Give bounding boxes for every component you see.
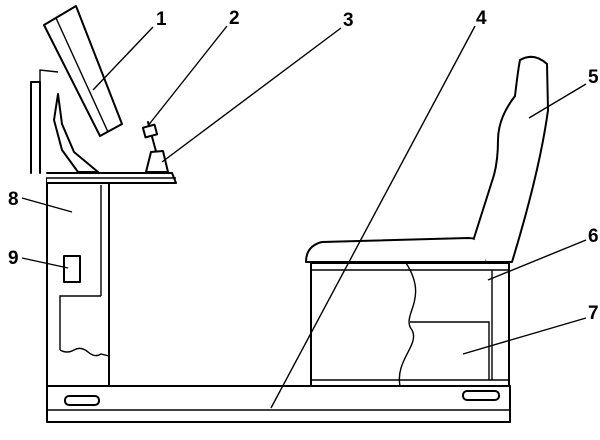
leader-3 xyxy=(161,27,342,163)
base-platform xyxy=(46,385,511,423)
leader-5 xyxy=(528,83,587,119)
label-7: 7 xyxy=(588,303,599,324)
label-4: 4 xyxy=(476,8,487,29)
rear-post xyxy=(30,81,41,174)
label-2: 2 xyxy=(229,8,240,29)
cabinet-cutaway-edge xyxy=(59,347,110,357)
label-9: 9 xyxy=(8,248,19,269)
monitor-screen-edge xyxy=(55,17,109,133)
part-labels: 1 2 3 4 5 6 7 8 9 xyxy=(8,8,599,324)
joystick-grip xyxy=(141,123,159,139)
joystick-base xyxy=(145,150,169,173)
seat-cushion xyxy=(305,237,488,263)
seat-cabinet xyxy=(310,262,510,387)
monitor-bracket xyxy=(53,93,99,173)
seat xyxy=(305,55,549,263)
label-6: 6 xyxy=(588,226,599,247)
label-3: 3 xyxy=(343,10,354,31)
base-slot-right xyxy=(462,390,500,401)
leader-6 xyxy=(487,239,587,281)
label-5: 5 xyxy=(588,67,599,88)
joystick xyxy=(141,121,169,173)
leader-1 xyxy=(92,26,154,91)
leader-8 xyxy=(21,197,73,213)
label-8: 8 xyxy=(8,189,19,210)
monitor-stand xyxy=(30,69,99,174)
leader-7 xyxy=(462,317,587,355)
cabinet-inner-panel xyxy=(59,295,101,350)
seat-backrest xyxy=(473,55,549,263)
label-1: 1 xyxy=(156,9,167,30)
inner-box xyxy=(410,321,490,380)
leader-4 xyxy=(270,25,476,409)
cabinet-switch-box xyxy=(63,255,81,283)
left-cabinet xyxy=(46,177,110,387)
seat-cutaway-edge xyxy=(398,262,417,387)
monitor-screen xyxy=(43,5,123,137)
leader-lines xyxy=(21,25,587,409)
desk-shelf xyxy=(46,172,177,184)
base-slot-left xyxy=(64,395,100,406)
base-plate xyxy=(46,385,511,423)
leader-9 xyxy=(21,257,69,269)
leader-2 xyxy=(146,25,228,128)
monitor xyxy=(43,5,123,137)
